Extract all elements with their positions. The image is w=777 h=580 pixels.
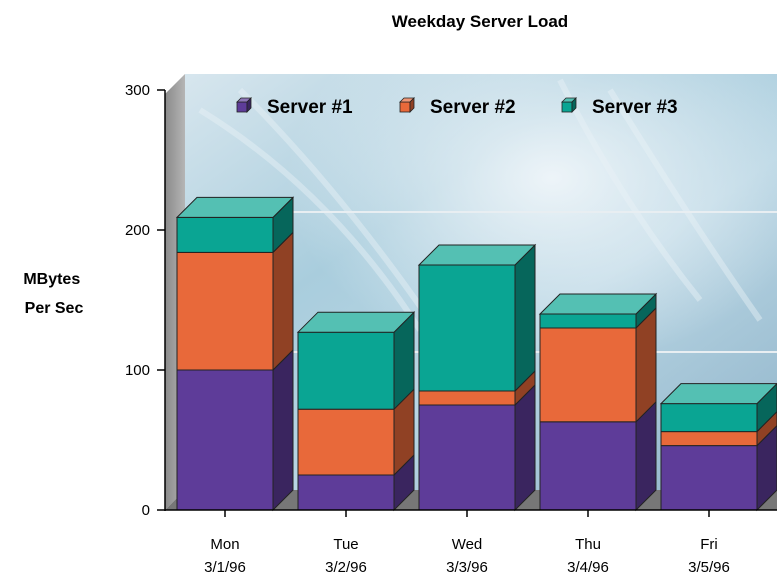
bar-segment-server-2	[176, 251, 274, 371]
legend-item: Server #1	[236, 97, 353, 118]
x-tick-label-date: 3/1/96	[204, 559, 246, 576]
bar-top-face	[659, 383, 777, 405]
legend-item: Server #3	[561, 97, 678, 118]
bar-segment-server-3	[297, 331, 395, 410]
y-axis-label-line-1: MBytes	[23, 271, 80, 288]
y-tick-label: 100	[125, 362, 150, 379]
legend-swatch-front	[236, 101, 248, 113]
legend-swatch-front	[561, 101, 573, 113]
x-axis: Mon 3/1/96 Tue 3/2/96 Wed 3/3/96 Thu 3/4/96 Fri 3…	[165, 509, 777, 576]
x-tick-label-day: Tue	[333, 536, 358, 553]
bar-segment-server-1	[418, 404, 516, 511]
bar-segment-server-3	[176, 216, 274, 253]
bar-top-face	[417, 244, 537, 266]
legend-swatch-side	[571, 97, 577, 113]
x-tick-label-day: Mon	[210, 536, 239, 553]
bar-segment-server-2	[418, 390, 516, 406]
x-tick-label-day: Thu	[575, 536, 601, 553]
x-tick-label-day: Fri	[700, 536, 718, 553]
legend-swatch-side	[246, 97, 252, 113]
bar-top-face	[175, 196, 295, 218]
legend-label: Server #1	[267, 97, 353, 118]
bar-segment-server-1	[297, 474, 395, 511]
chart-title: Weekday Server Load	[392, 12, 568, 31]
legend-label: Server #2	[430, 97, 516, 118]
y-tick-label: 300	[125, 82, 150, 99]
y-tick-label: 0	[142, 502, 150, 519]
bar-segment-side	[756, 424, 777, 512]
bar-segment-server-2	[660, 431, 758, 447]
x-tick-label-date: 3/4/96	[567, 559, 609, 576]
x-tick-label-date: 3/5/96	[688, 559, 730, 576]
bar-segment-side	[514, 383, 536, 512]
legend: Server #1 Server #2 Server #3	[236, 97, 678, 118]
legend-label: Server #3	[592, 97, 678, 118]
bar-segment-side	[272, 231, 294, 372]
bar-segment-side	[756, 410, 777, 447]
bar-stack-fri	[659, 382, 777, 512]
bar-segment-server-1	[660, 445, 758, 511]
bars	[175, 196, 777, 512]
bar-top-face	[538, 293, 658, 315]
y-axis: 0 100 200 300	[125, 82, 166, 519]
bar-segment-server-3	[539, 313, 637, 329]
y-axis-label-line-2: Per Sec	[25, 300, 84, 317]
x-tick-label-date: 3/3/96	[446, 559, 488, 576]
bar-segment-side	[514, 243, 536, 393]
bar-segment-side	[756, 382, 777, 433]
bar-segment-server-3	[660, 403, 758, 433]
bar-stack-mon	[175, 196, 295, 512]
legend-swatch-front	[399, 101, 411, 113]
bar-stack-thu	[538, 292, 658, 512]
bar-segment-server-2	[539, 327, 637, 423]
x-tick-label-date: 3/2/96	[325, 559, 367, 576]
bar-segment-server-3	[418, 264, 516, 392]
y-tick-label: 200	[125, 222, 150, 239]
bar-segment-server-1	[176, 369, 274, 511]
bar-segment-server-2	[297, 408, 395, 476]
y-axis-label: MBytes Per Sec	[23, 271, 84, 317]
legend-swatch-side	[409, 97, 415, 113]
x-tick-label-day: Wed	[452, 536, 483, 553]
bar-stack-wed	[417, 243, 537, 512]
bar-top-face	[296, 311, 416, 333]
legend-item: Server #2	[399, 97, 516, 118]
bar-segment-side	[272, 348, 294, 512]
bar-segment-server-1	[539, 421, 637, 511]
bar-stack-tue	[296, 310, 416, 512]
